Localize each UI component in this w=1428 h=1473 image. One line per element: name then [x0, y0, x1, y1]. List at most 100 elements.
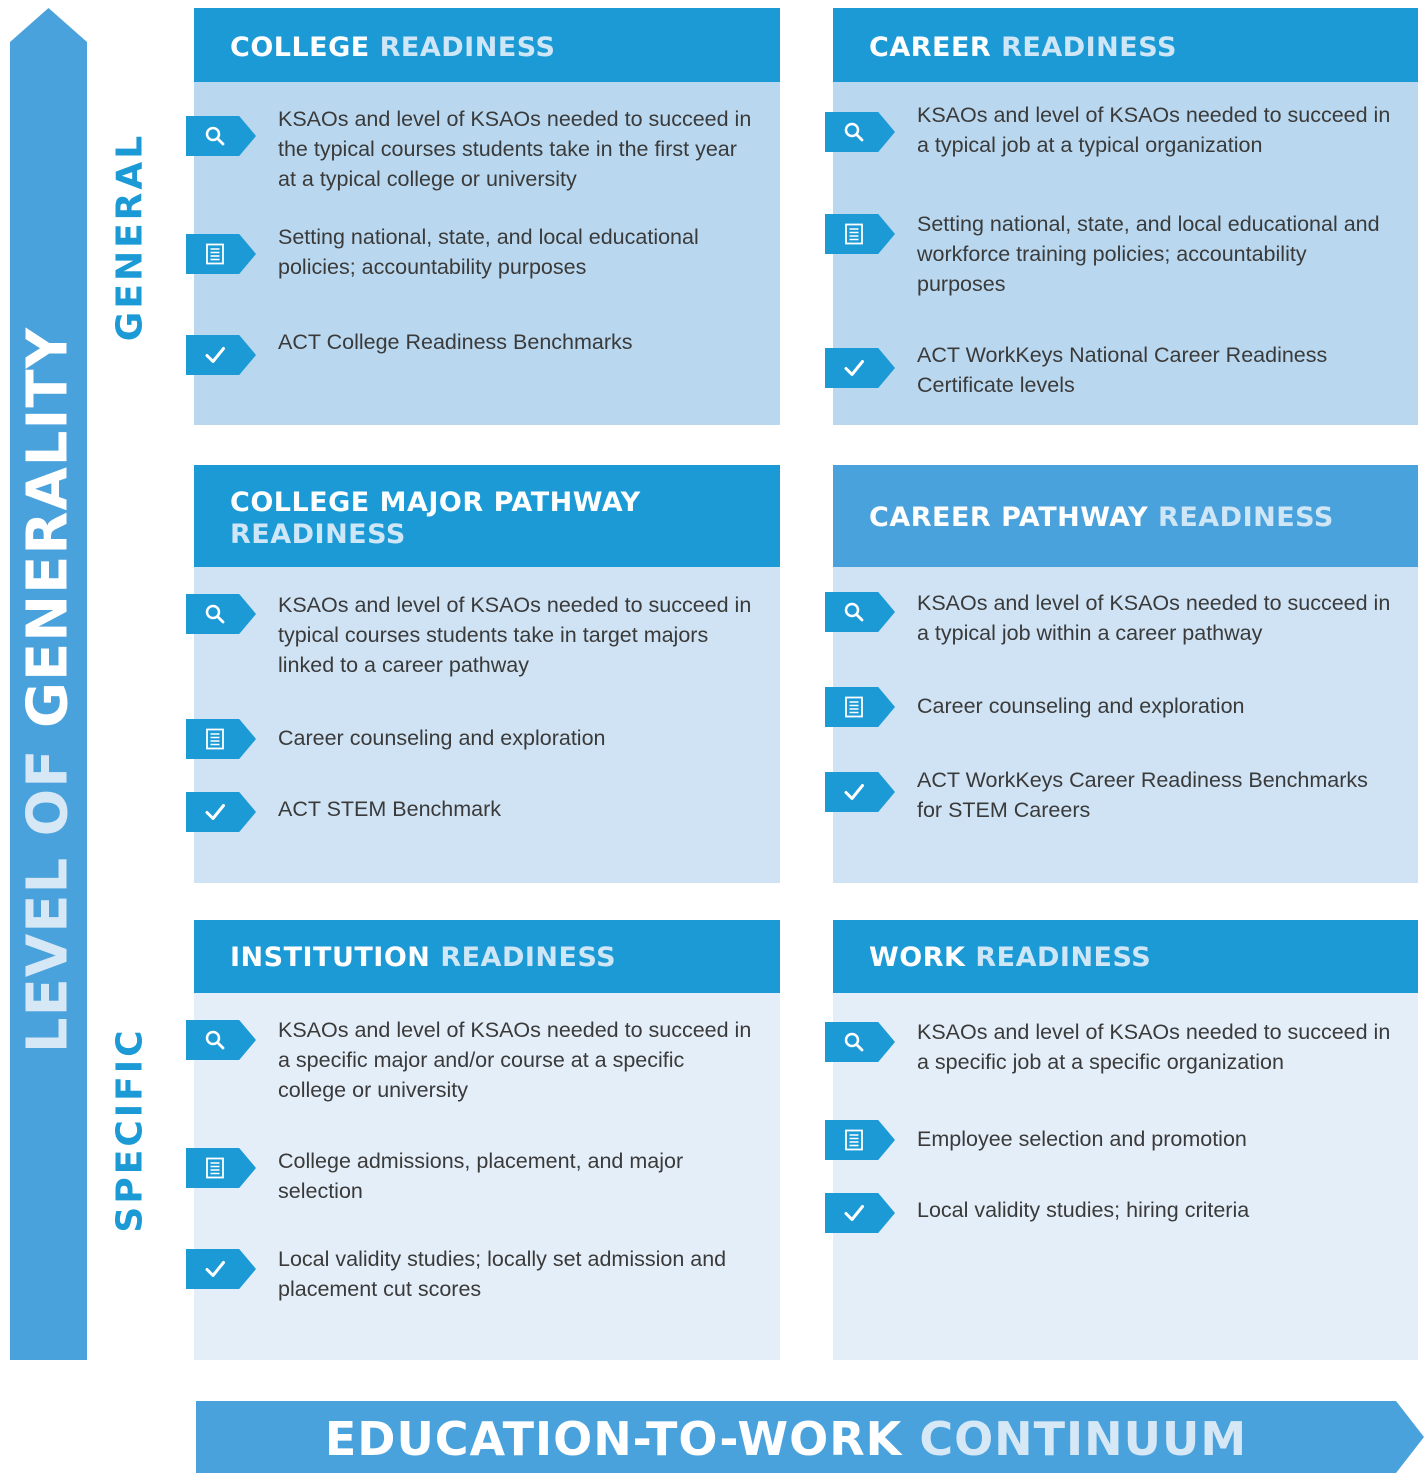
card-title: WORK READINESS [869, 942, 1398, 974]
item-text: Employee selection and promotion [917, 1127, 1247, 1151]
card-body: KSAOs and level of KSAOs needed to succe… [825, 567, 1418, 883]
check-icon [205, 804, 225, 820]
check-tag [825, 772, 895, 812]
document-icon [845, 1129, 863, 1151]
document-tag [825, 687, 895, 727]
document-tag [825, 1120, 895, 1160]
check-icon [844, 1205, 864, 1221]
document-tag [825, 214, 895, 254]
search-icon [844, 602, 864, 622]
item-text: ACT WorkKeys National Career Readiness C… [917, 343, 1328, 397]
card-title-light: READINESS [975, 942, 1152, 973]
search-icon [844, 122, 864, 142]
item-text: KSAOs and level of KSAOs needed to succe… [917, 591, 1391, 645]
check-tag [186, 335, 256, 375]
generality-axis-label-part2: GENERALITY [15, 326, 81, 728]
card-title-bold: COLLEGE [230, 32, 370, 63]
check-tag [825, 1193, 895, 1233]
continuum-axis-label-part2: CONTINUUM [919, 1412, 1248, 1466]
card-header: CAREER READINESS [833, 8, 1418, 82]
document-tag [186, 1148, 256, 1188]
card-title-light: READINESS [230, 519, 406, 550]
search-tag [186, 1020, 256, 1060]
check-icon [205, 347, 225, 363]
card-title: CAREER READINESS [869, 32, 1398, 64]
generality-axis-label-part1: LEVEL OF [15, 748, 81, 1054]
document-icon [845, 223, 863, 245]
card-career-pathway-readiness: KSAOs and level of KSAOs needed to succe… [825, 465, 1418, 883]
item-text: ACT WorkKeys Career Readiness Benchmarks… [917, 768, 1368, 822]
card-career-readiness: KSAOs and level of KSAOs needed to succe… [825, 8, 1418, 425]
item-text: KSAOs and level of KSAOs needed to succe… [278, 107, 752, 191]
check-icon [844, 784, 864, 800]
general-label: GENERAL [109, 132, 151, 342]
card-body: KSAOs and level of KSAOs needed to succe… [825, 993, 1418, 1360]
item-text: KSAOs and level of KSAOs needed to succe… [278, 593, 752, 677]
card-body: KSAOs and level of KSAOs needed to succe… [186, 993, 780, 1360]
item-text: KSAOs and level of KSAOs needed to succe… [917, 1020, 1391, 1074]
search-tag [825, 592, 895, 632]
card-body: KSAOs and level of KSAOs needed to succe… [186, 567, 780, 883]
check-tag [825, 348, 895, 388]
card-body: KSAOs and level of KSAOs needed to succe… [186, 82, 780, 425]
check-icon [205, 1261, 225, 1277]
card-institution-readiness: KSAOs and level of KSAOs needed to succe… [186, 920, 780, 1360]
item-text: KSAOs and level of KSAOs needed to succe… [917, 103, 1391, 157]
generality-axis-label: LEVEL OF GENERALITY [16, 327, 81, 1053]
card-title-bold: INSTITUTION [230, 942, 431, 973]
item-text: College admissions, placement, and major… [278, 1149, 684, 1203]
specific-label: SPECIFIC [109, 1027, 151, 1233]
card-title-bold: CAREER PATHWAY [869, 502, 1149, 533]
document-icon [206, 1157, 224, 1179]
continuum-axis-label-part1: EDUCATION-TO-WORK [324, 1412, 903, 1466]
card-body: KSAOs and level of KSAOs needed to succe… [825, 82, 1418, 425]
card-title: COLLEGE MAJOR PATHWAY READINESS [230, 487, 760, 551]
search-icon [205, 1030, 225, 1050]
item-text: Setting national, state, and local educa… [278, 225, 699, 279]
search-icon [205, 604, 225, 624]
document-tag [186, 719, 256, 759]
search-tag [186, 116, 256, 156]
card-header: WORK READINESS [833, 920, 1418, 993]
check-tag [186, 1249, 256, 1289]
item-text: KSAOs and level of KSAOs needed to succe… [278, 1018, 752, 1102]
card-header: COLLEGE READINESS [194, 8, 780, 82]
card-header: CAREER PATHWAY READINESS [833, 465, 1418, 567]
item-text: Setting national, state, and local educa… [917, 212, 1380, 296]
continuum-axis-arrow [196, 1401, 1424, 1473]
card-college-major-pathway-readiness: KSAOs and level of KSAOs needed to succe… [186, 465, 780, 883]
item-text: Local validity studies; hiring criteria [917, 1198, 1250, 1222]
card-title: COLLEGE READINESS [230, 32, 760, 64]
check-tag [186, 792, 256, 832]
search-tag [825, 112, 895, 152]
card-title-light: READINESS [1001, 32, 1177, 63]
card-work-readiness: KSAOs and level of KSAOs needed to succe… [825, 920, 1418, 1360]
card-header: COLLEGE MAJOR PATHWAY READINESS [194, 465, 780, 567]
search-tag [825, 1022, 895, 1062]
search-icon [205, 126, 225, 146]
generality-axis-arrow [10, 8, 87, 1360]
document-icon [206, 243, 224, 265]
card-title-bold: WORK [869, 942, 966, 973]
item-text: ACT STEM Benchmark [278, 797, 502, 821]
card-title: CAREER PATHWAY READINESS [869, 502, 1398, 534]
card-title-bold: COLLEGE MAJOR PATHWAY [230, 487, 641, 518]
item-text: ACT College Readiness Benchmarks [278, 330, 633, 354]
search-icon [844, 1032, 864, 1052]
check-icon [844, 360, 864, 376]
search-tag [186, 594, 256, 634]
document-tag [186, 234, 256, 274]
card-title-light: READINESS [440, 942, 617, 973]
continuum-axis-label: EDUCATION-TO-WORK CONTINUUM [196, 1412, 1376, 1466]
card-college-readiness: KSAOs and level of KSAOs needed to succe… [186, 8, 780, 425]
document-icon [206, 728, 224, 750]
card-title-bold: CAREER [869, 32, 992, 63]
card-header: INSTITUTION READINESS [194, 920, 780, 993]
item-text: Career counseling and exploration [917, 694, 1245, 718]
card-title-light: READINESS [1158, 502, 1334, 533]
card-title: INSTITUTION READINESS [230, 942, 760, 974]
item-text: Career counseling and exploration [278, 726, 606, 750]
document-icon [845, 696, 863, 718]
card-title-light: READINESS [379, 32, 556, 63]
item-text: Local validity studies; locally set admi… [278, 1247, 727, 1301]
